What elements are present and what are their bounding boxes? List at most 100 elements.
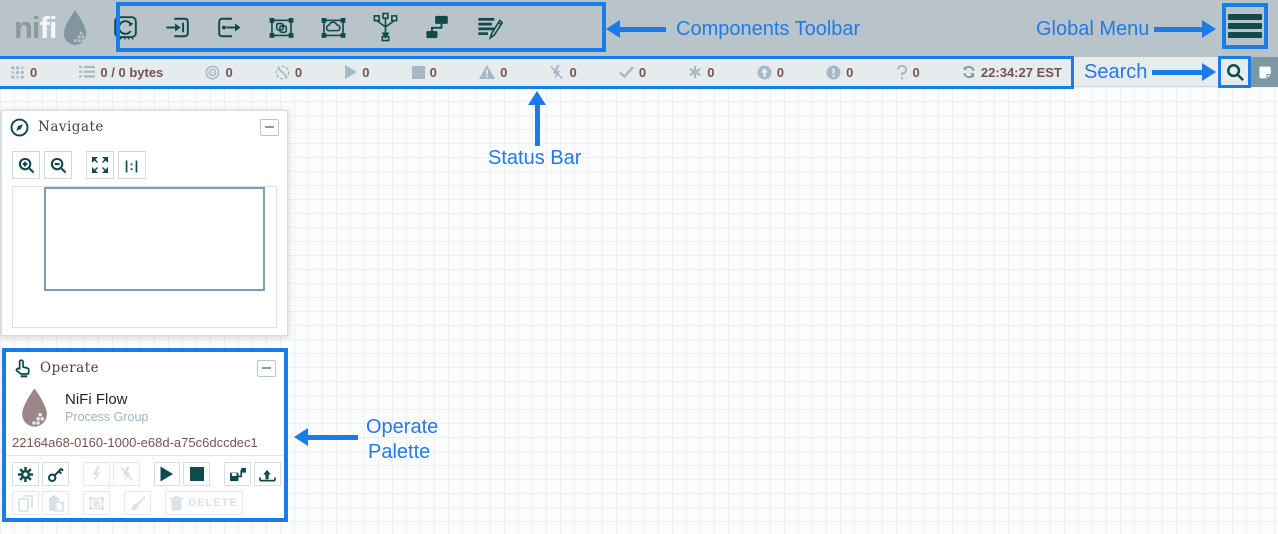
upload-template-button[interactable] xyxy=(254,462,281,486)
status-item: 0 xyxy=(549,64,577,80)
minus-icon xyxy=(262,367,271,369)
status-value: 0 xyxy=(362,64,370,80)
compass-icon xyxy=(10,118,29,136)
flow-type: Process Group xyxy=(65,410,149,424)
hand-pointer-icon xyxy=(15,358,30,377)
flow-name: NiFi Flow xyxy=(65,391,128,408)
bulletin-board-button[interactable] xyxy=(1251,57,1278,87)
status-value: 0 xyxy=(225,64,233,80)
group-button[interactable] xyxy=(83,491,110,515)
minimap-viewport[interactable] xyxy=(44,187,265,291)
zoom-fit-button[interactable] xyxy=(86,151,114,179)
search-button[interactable] xyxy=(1223,60,1247,84)
lightning-slash-icon xyxy=(119,466,133,482)
status-value: 0 xyxy=(294,64,303,80)
processor-icon xyxy=(114,15,137,39)
status-item: 0 xyxy=(479,65,507,80)
logo-ni: ni xyxy=(14,10,41,45)
configuration-button[interactable] xyxy=(12,462,39,486)
up-to-date-icon xyxy=(619,66,634,78)
zoom-fit-icon xyxy=(92,157,108,173)
birdseye-minimap xyxy=(12,186,277,328)
navigate-collapse-button[interactable] xyxy=(260,118,279,136)
status-item: 0 xyxy=(619,65,646,80)
process-group-icon xyxy=(269,17,294,38)
operate-palette-annotation-box: Operate NiFi Flow Process Group 22164a68… xyxy=(2,348,288,522)
logo-text: nifi xyxy=(14,9,57,47)
stale-icon xyxy=(757,65,772,79)
disabled-icon xyxy=(550,64,564,80)
upload-template-icon xyxy=(259,469,276,481)
process-group-drop-icon xyxy=(22,388,47,427)
zoom-out-button[interactable] xyxy=(44,151,72,179)
funnel-icon xyxy=(373,12,398,42)
bulletin-note-icon xyxy=(1259,66,1271,78)
zoom-in-button[interactable] xyxy=(12,151,40,179)
template-component[interactable] xyxy=(424,11,451,43)
status-item: 0 xyxy=(205,64,233,80)
output-port-icon xyxy=(218,17,241,37)
stop-button[interactable] xyxy=(183,462,211,486)
operate-collapse-button[interactable] xyxy=(257,359,276,377)
process-group-component[interactable] xyxy=(268,11,295,43)
refresh-icon[interactable] xyxy=(962,65,976,79)
key-icon xyxy=(47,467,64,482)
status-value: 0 xyxy=(912,64,920,80)
locally-modified-and-stale-icon xyxy=(826,65,841,79)
label-component[interactable] xyxy=(476,11,503,43)
status-item: 0 xyxy=(275,65,302,80)
flow-id: 22164a68-0160-1000-e68d-a75c6dccdec1 xyxy=(12,435,258,450)
status-item: 0 xyxy=(826,65,853,80)
disable-button[interactable] xyxy=(112,462,140,486)
start-button[interactable] xyxy=(153,462,181,486)
sync-failure-icon xyxy=(896,64,907,79)
output-port-component[interactable] xyxy=(216,11,243,43)
status-item: 0 xyxy=(757,65,784,80)
search-icon xyxy=(1226,63,1244,81)
navigate-toolbar: |:| xyxy=(2,143,287,179)
access-policies-button[interactable] xyxy=(41,462,69,486)
copy-button[interactable] xyxy=(12,491,39,515)
zoom-actual-size-button[interactable]: |:| xyxy=(118,151,146,179)
label-icon xyxy=(478,17,503,40)
status-value: 0 xyxy=(30,64,38,80)
stopped-icon xyxy=(411,65,425,79)
input-port-icon xyxy=(166,17,189,37)
app-header: nifi xyxy=(0,0,1278,57)
last-refreshed: 22:34:27 EST xyxy=(962,65,1062,80)
group-selection-icon xyxy=(89,496,104,510)
global-menu-button[interactable] xyxy=(1228,11,1262,41)
funnel-component[interactable] xyxy=(372,11,399,43)
one-to-one-icon: |:| xyxy=(124,157,140,173)
enable-button[interactable] xyxy=(82,462,110,486)
logo-fi: fi xyxy=(39,10,58,45)
remote-process-group-component[interactable] xyxy=(320,11,347,43)
status-value: 0 xyxy=(707,64,715,80)
fill-color-button[interactable] xyxy=(124,491,151,515)
processor-component[interactable] xyxy=(112,11,139,43)
operate-header: Operate xyxy=(6,352,284,384)
navigate-title: Navigate xyxy=(38,119,104,135)
status-item: 0 xyxy=(344,64,370,80)
create-template-button[interactable] xyxy=(224,462,252,486)
save-template-icon xyxy=(230,467,247,481)
status-item: 0 / 0 bytes xyxy=(79,65,163,80)
nifi-drop-logo-icon xyxy=(63,10,86,45)
paste-button[interactable] xyxy=(42,491,69,515)
paint-brush-icon xyxy=(129,495,146,511)
paste-icon xyxy=(48,495,64,512)
components-toolbar xyxy=(112,11,503,43)
status-value: 0 / 0 bytes xyxy=(100,64,164,80)
queued-icon xyxy=(79,65,96,78)
stop-square-icon xyxy=(189,467,204,481)
minus-icon xyxy=(265,126,274,128)
operate-title: Operate xyxy=(40,360,100,376)
status-value: 0 xyxy=(638,64,647,80)
status-value: 0 xyxy=(500,64,508,80)
delete-button[interactable]: DELETE xyxy=(165,491,243,515)
remote-process-group-icon xyxy=(321,17,346,38)
status-item: 0 xyxy=(10,65,37,80)
input-port-component[interactable] xyxy=(164,11,191,43)
template-icon xyxy=(426,15,448,39)
